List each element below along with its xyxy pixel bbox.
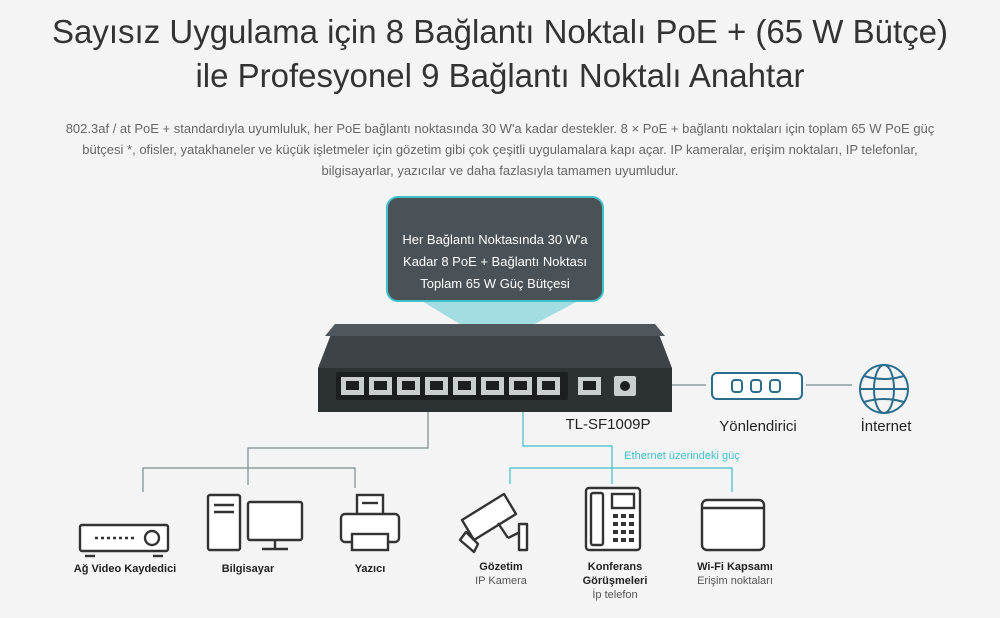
- nvr-icon: [78, 523, 170, 558]
- globe-icon: [859, 364, 909, 414]
- access-point-icon: [700, 498, 766, 552]
- pc-label: Bilgisayar: [221, 563, 275, 575]
- title-line-2: ile Profesyonel 9 Bağlantı Noktalı Anaht…: [195, 57, 805, 94]
- nvr-label: Ağ Video Kaydedici: [73, 563, 177, 575]
- callout-line-1: Her Bağlantı Noktasında 30 W'a: [402, 232, 588, 247]
- camera-label: Gözetim: [479, 561, 523, 573]
- wired-links: [142, 384, 852, 492]
- internet-label: İnternet: [860, 418, 912, 435]
- callout-text: Her Bağlantı Noktasında 30 W'a Kadar 8 P…: [386, 229, 604, 295]
- switch-model-label: TL-SF1009P: [565, 416, 651, 433]
- ip-phone-icon: [584, 486, 642, 552]
- ap-label: Wi-Fi Kapsamı: [697, 561, 773, 573]
- description: 802.3af / at PoE + standardıyla uyumlulu…: [0, 118, 1000, 181]
- camera-sublabel: IP Kamera: [475, 575, 527, 587]
- callout-beam: [420, 300, 580, 345]
- description-line-2: bütçesi *, ofisler, yatakhaneler ve küçü…: [82, 142, 918, 157]
- switch-device: [318, 324, 672, 412]
- poe-links: [509, 410, 733, 492]
- phone-label-1: Konferans: [587, 561, 643, 573]
- printer-label: Yazıcı: [354, 563, 386, 575]
- page-title: Sayısız Uygulama için 8 Bağlantı Noktalı…: [0, 10, 1000, 98]
- description-line-3: bilgisayarlar, yazıcılar ve daha fazlası…: [321, 163, 679, 178]
- computer-icon: [206, 493, 304, 552]
- poe-note: Ethernet üzerindeki güç: [624, 450, 740, 462]
- phone-sublabel: İp telefon: [592, 589, 638, 601]
- callout-line-2: Kadar 8 PoE + Bağlantı Noktası: [403, 254, 587, 269]
- router-icon: [711, 372, 803, 400]
- router-label: Yönlendirici: [719, 418, 797, 435]
- ap-sublabel: Erişim noktaları: [697, 575, 773, 587]
- description-line-1: 802.3af / at PoE + standardıyla uyumlulu…: [65, 121, 935, 136]
- printer-icon: [339, 493, 401, 552]
- title-line-1: Sayısız Uygulama için 8 Bağlantı Noktalı…: [52, 13, 948, 50]
- callout-box: [386, 196, 604, 302]
- callout-line-3: Toplam 65 W Güç Bütçesi: [420, 276, 570, 291]
- ip-camera-icon: [458, 492, 529, 554]
- phone-label-2: Görüşmeleri: [582, 575, 648, 587]
